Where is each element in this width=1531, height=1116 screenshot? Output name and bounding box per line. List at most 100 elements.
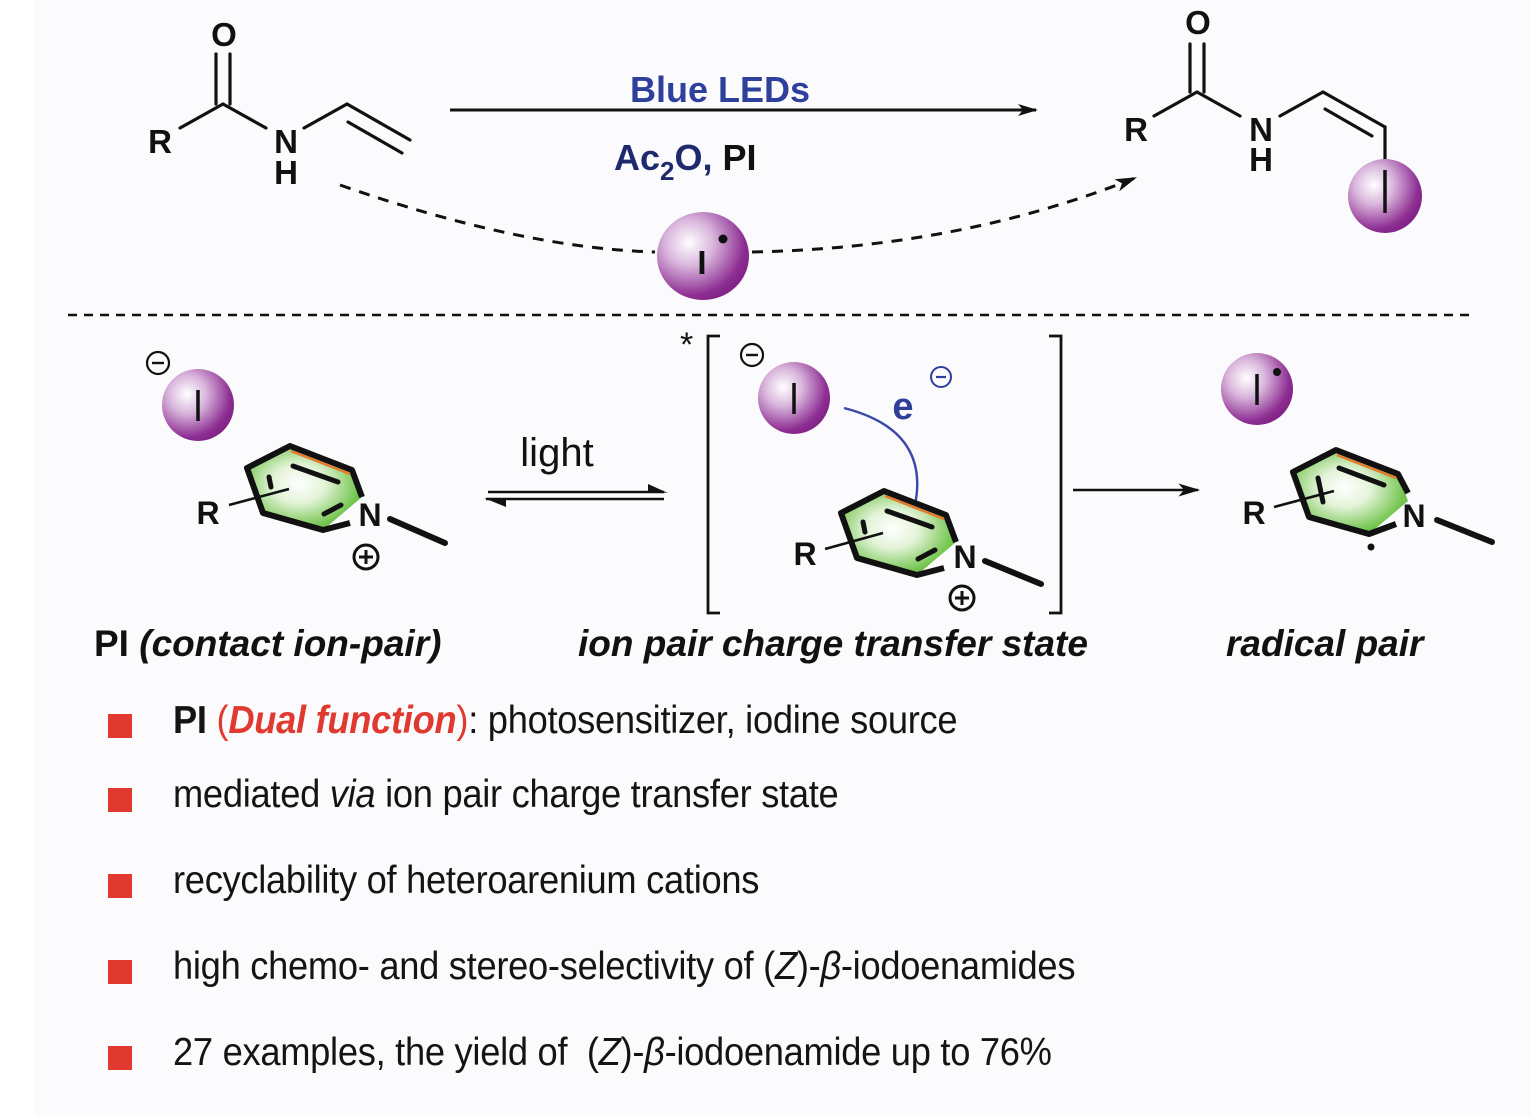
feature-text: mediated via ion pair charge transfer st…: [173, 773, 839, 817]
product-o-label: O: [1185, 4, 1211, 41]
bond-c-n: [221, 102, 268, 130]
charge-transfer-state: * e R N: [680, 326, 1063, 615]
ring-orange-edge: [884, 494, 945, 521]
ring-cross-bond: [1315, 475, 1326, 505]
feature-item: mediated via ion pair charge transfer st…: [108, 752, 1458, 838]
step1-caption-italic: (contact ion-pair): [139, 623, 441, 664]
feature-pre: mediated: [173, 773, 330, 816]
electron-label: e: [892, 386, 913, 428]
feature-item: recyclability of heteroarenium cations: [108, 838, 1458, 924]
product-structure: [1152, 42, 1387, 172]
feature-pre: high chemo- and stereo-selectivity of (: [173, 945, 775, 988]
bond-vinyl-1: [1321, 90, 1387, 129]
bullet-square-icon: [108, 714, 132, 738]
iodine-sphere: [657, 212, 749, 300]
beta-italic: β: [644, 1031, 665, 1074]
ring-orange-edge: [290, 449, 351, 476]
feature-mid: )-: [796, 945, 821, 988]
feature-rest: : photosensitizer, iodine source: [468, 699, 958, 742]
ring-double-bond: [915, 547, 938, 562]
reaction-scheme: R O N H Blue LEDs Ac2O, PI I R O N H: [68, 4, 1495, 664]
r-bond: [228, 487, 290, 507]
bond-r-c: [1152, 90, 1199, 118]
feature-item: high chemo- and stereo-selectivity of (Z…: [108, 924, 1458, 1010]
feature-list: PI (Dual function): photosensitizer, iod…: [108, 690, 1458, 1096]
product-iodine: [1348, 159, 1422, 233]
feature-italic: via: [329, 773, 376, 816]
step1-caption-bold: PI: [94, 623, 139, 664]
reagent-subscript: 2: [660, 156, 674, 186]
feature-rest: ion pair charge transfer state: [375, 773, 839, 816]
ring-bonds: [1290, 447, 1411, 537]
radical-pair: R N: [1221, 353, 1495, 551]
methyl-bond: [982, 558, 1044, 587]
bond-n-c: [1278, 90, 1325, 118]
substrate-o-label: O: [211, 16, 237, 53]
iodine-radical: [1221, 353, 1293, 425]
substrate-h-label: H: [274, 154, 298, 191]
reagent-pi: PI: [723, 137, 757, 178]
pyridinyl-radical-ring: [1273, 447, 1495, 551]
bond-r-c: [178, 102, 225, 130]
feature-mid: )-: [620, 1031, 645, 1074]
bond-vinyl-1: [345, 102, 412, 142]
feature-rest: -iodoenamide up to 76%: [664, 1031, 1052, 1074]
methyl-bond: [387, 516, 448, 546]
reagent-ac: Ac: [614, 137, 660, 178]
substrate-r-label: R: [148, 123, 172, 160]
light-label: light: [520, 431, 593, 475]
electron-charge-icon: [930, 366, 952, 388]
step1-r-label: R: [196, 495, 219, 531]
feature-rest: -iodoenamides: [840, 945, 1076, 988]
bond-vinyl-2: [1323, 107, 1374, 138]
step3-n-label: N: [1402, 498, 1425, 534]
bullet-square-icon: [108, 1046, 132, 1070]
r-bond: [824, 531, 884, 551]
feature-text: PI (Dual function): photosensitizer, iod…: [173, 699, 958, 743]
radical-dot: [1367, 543, 1375, 551]
bullet-square-icon: [108, 788, 132, 812]
substrate-n-label: N: [274, 123, 298, 160]
step3-r-label: R: [1242, 495, 1265, 531]
paren-open: (: [206, 699, 229, 742]
step1-caption: PI (contact ion-pair): [94, 623, 441, 664]
feature-pre: 27 examples, the yield of (: [173, 1031, 599, 1074]
z-italic: Z: [598, 1031, 621, 1074]
ring-double-bond: [1336, 465, 1387, 488]
substrate-structure: [178, 52, 412, 155]
feature-item: 27 examples, the yield of (Z)-β-iodoenam…: [108, 1010, 1458, 1096]
negative-charge-icon: [145, 350, 171, 376]
positive-charge-icon: [948, 584, 976, 612]
pyridinium-ring: [228, 443, 448, 546]
contact-ion-pair: R N: [145, 350, 448, 571]
feature-text: high chemo- and stereo-selectivity of (Z…: [173, 945, 1075, 989]
ring-bonds: [838, 488, 959, 578]
z-italic: Z: [774, 945, 797, 988]
left-bracket: [706, 334, 720, 615]
dual-function-highlight: Dual function: [228, 699, 457, 742]
iodide-anion: [145, 350, 234, 441]
forward-arrow-head: [648, 484, 668, 493]
ring-double-bond: [321, 502, 344, 517]
bullet-square-icon: [108, 874, 132, 898]
bond-c-n: [1195, 90, 1242, 118]
feature-item: PI (Dual function): photosensitizer, iod…: [108, 690, 1458, 752]
step3-caption: radical pair: [1226, 623, 1426, 664]
ring-double-bond: [884, 508, 935, 530]
condition-blue-leds: Blue LEDs: [630, 69, 810, 110]
dashed-path-left: [339, 183, 656, 254]
r-bond: [1273, 489, 1335, 509]
pyridinium-ring: [824, 488, 1044, 587]
equilibrium-arrows: light: [484, 431, 668, 507]
iodine-radical-label: I: [697, 244, 706, 281]
step2-r-label: R: [793, 536, 816, 572]
ring-orange-edge: [1336, 453, 1397, 480]
reagent-o: O,: [675, 137, 723, 178]
feature-text: 27 examples, the yield of (Z)-β-iodoenam…: [173, 1031, 1052, 1075]
bond-n-c: [302, 102, 349, 130]
bond-vinyl-2: [346, 120, 404, 155]
ring-double-bond: [860, 519, 868, 535]
step2-caption: ion pair charge transfer state: [578, 623, 1088, 664]
iodine-radical: I: [657, 212, 749, 300]
positive-charge-icon: [352, 543, 380, 571]
